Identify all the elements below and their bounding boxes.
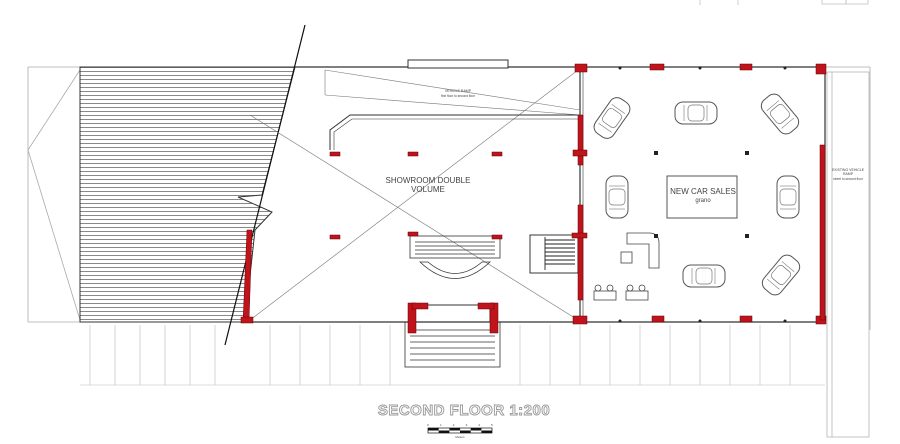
existing-ramp-sublabel: street to second floor (833, 177, 864, 181)
entrance-canopy (404, 304, 501, 368)
drawing-title: SECOND FLOOR 1:200 (378, 402, 550, 419)
scale-tick-4: 4 (478, 423, 480, 427)
building-walls (245, 66, 826, 323)
break-line (224, 24, 306, 346)
scale-tick-2: 2 (453, 423, 455, 427)
scale-bar: 0 1 2 3 4 5 Meters (427, 423, 493, 439)
void-lines (249, 69, 581, 321)
display-cars (590, 90, 804, 299)
scale-unit: Meters (455, 435, 465, 439)
existing-ramp-label-line2: RAMP (843, 172, 854, 176)
vehicle-ramp-label: VEHICLE RAMP (445, 89, 472, 93)
car-8-sales-display (666, 175, 738, 219)
scale-tick-1: 1 (440, 423, 442, 427)
car-5 (776, 175, 800, 219)
stairwell (529, 234, 579, 274)
showroom-label-line2: VOLUME (411, 185, 445, 194)
car-1 (590, 93, 634, 143)
light-markers (618, 66, 787, 323)
showroom-label: SHOWROOM DOUBLE VOLUME (386, 176, 471, 194)
scale-tick-3: 3 (466, 423, 468, 427)
existing-vehicle-ramp (826, 71, 870, 438)
car-2 (674, 101, 718, 125)
grano-label: grano (695, 198, 711, 204)
showroom-label-line1: SHOWROOM DOUBLE (386, 176, 471, 185)
car-6 (682, 264, 726, 288)
new-car-sales-label: NEW CAR SALES (670, 187, 736, 196)
top-frame-edge (699, 0, 869, 5)
bottom-strip (80, 325, 825, 386)
structural-columns (240, 63, 827, 334)
scale-tick-0: 0 (427, 423, 429, 427)
existing-ramp-label-line1: EXISTING VEHICLE (832, 168, 865, 172)
car-3 (757, 90, 803, 138)
car-4 (605, 175, 629, 219)
vehicle-ramp-sublabel: first floor to second floor (441, 94, 476, 98)
car-7 (758, 251, 804, 299)
feature-stair (409, 235, 501, 279)
vehicle-ramp-opening (407, 59, 509, 69)
furniture (593, 232, 660, 301)
scale-tick-5: 5 (491, 423, 493, 427)
